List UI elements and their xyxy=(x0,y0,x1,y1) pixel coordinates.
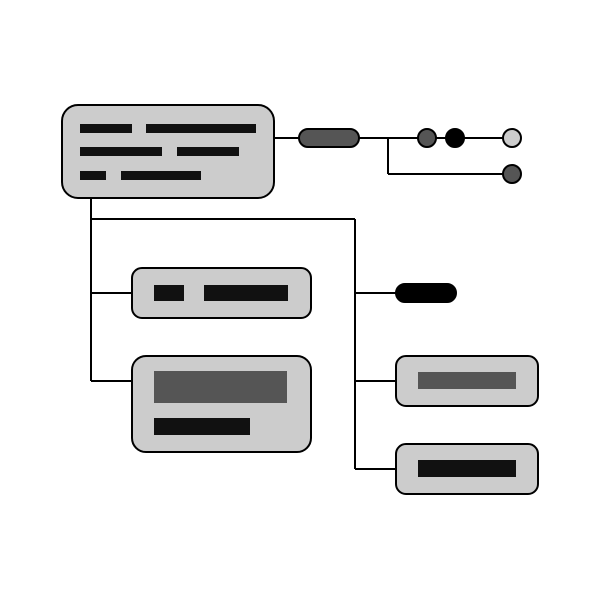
dot-3 xyxy=(502,128,522,148)
dot-2 xyxy=(445,128,465,148)
dot-1 xyxy=(417,128,437,148)
right-node-2 xyxy=(395,355,539,407)
child-node-2-text-bar xyxy=(154,371,287,403)
child-node-1-text-bar xyxy=(154,285,184,301)
root-node-text-bar xyxy=(80,171,106,180)
root-node-text-bar xyxy=(80,147,162,156)
root-node-text-bar xyxy=(121,171,201,180)
connector-lines xyxy=(90,137,512,470)
root-node-text-bar xyxy=(146,124,256,133)
root-node xyxy=(61,104,275,199)
dot-4 xyxy=(502,164,522,184)
right-node-3 xyxy=(395,443,539,495)
right-node-3-text-bar xyxy=(418,460,516,477)
root-node-text-bar xyxy=(177,147,239,156)
child-node-2-box xyxy=(131,355,312,453)
child-node-2 xyxy=(131,355,312,453)
child-node-1 xyxy=(131,267,312,319)
child-node-2-text-bar xyxy=(154,418,250,435)
child-node-1-text-bar xyxy=(204,285,288,301)
right-node-1 xyxy=(395,283,457,303)
top-pill xyxy=(298,128,360,148)
right-node-2-text-bar xyxy=(418,372,516,389)
root-node-text-bar xyxy=(80,124,132,133)
